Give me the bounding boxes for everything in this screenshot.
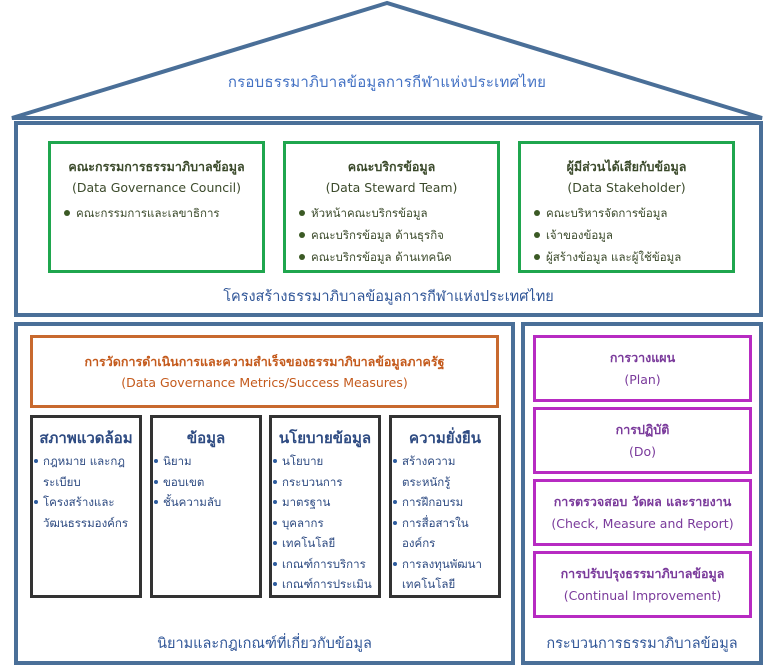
pillar-heading: ความยั่งยืน [409, 429, 481, 447]
step-title-en: (Do) [628, 444, 657, 459]
box-title-th: ผู้มีส่วนได้เสียกับข้อมูล [566, 159, 687, 174]
pillar-heading: ข้อมูล [186, 429, 226, 447]
framework-title: กรอบธรรมาภิบาลข้อมูลการกีฬาแห่งประเทศไทย [227, 74, 547, 91]
governance-structure-panel: คณะกรรมการธรรมาภิบาลข้อมูล (Data Governa… [14, 121, 763, 317]
process-step-improve: การปรับปรุงธรรมาภิบาลข้อมูล (Continual I… [533, 551, 752, 618]
step-title-en: (Check, Measure and Report) [551, 516, 734, 531]
list-item: คณะบริหารจัดการข้อมูล [534, 202, 732, 224]
list-item: นิยาม [153, 451, 259, 472]
list-item: โครงสร้างและวัฒนธรรมองค์กร [33, 492, 139, 533]
box-title-th: คณะกรรมการธรรมาภิบาลข้อมูล [68, 159, 245, 174]
list-item: การลงทุนพัฒนาเทคโนโลยี [392, 554, 498, 595]
data-stakeholder-box: ผู้มีส่วนได้เสียกับข้อมูล (Data Stakehol… [518, 141, 735, 273]
step-title-th: การปรับปรุงธรรมาภิบาลข้อมูล [560, 566, 725, 581]
pillar-heading: สภาพแวดล้อม [39, 429, 133, 447]
list-item: การสื่อสารในองค์กร [392, 513, 498, 554]
process-step-check: การตรวจสอบ วัดผล และรายงาน (Check, Measu… [533, 479, 752, 546]
step-title-th: การตรวจสอบ วัดผล และรายงาน [553, 494, 732, 509]
step-title-en: (Plan) [624, 372, 661, 387]
list-item: คณะบริกรข้อมูล ด้านธุรกิจ [299, 224, 497, 246]
pillar-environment: สภาพแวดล้อม กฎหมาย และกฎระเบียบ โครงสร้า… [30, 415, 142, 598]
list-item: เกณฑ์การบริการ [272, 554, 378, 575]
process-step-do: การปฏิบัติ (Do) [533, 407, 752, 474]
data-governance-council-box: คณะกรรมการธรรมาภิบาลข้อมูล (Data Governa… [48, 141, 265, 273]
list-item: เทคโนโลยี [272, 533, 378, 554]
list-item: นโยบาย [272, 451, 378, 472]
box-title-en: (Data Stakeholder) [567, 180, 686, 195]
roof-triangle [11, 0, 763, 120]
list-item: กฎหมาย และกฎระเบียบ [33, 451, 139, 492]
list-item: ชั้นความลับ [153, 492, 259, 513]
list-item: บุคลากร [272, 513, 378, 534]
process-caption: กระบวนการธรรมาภิบาลข้อมูล [546, 636, 738, 652]
list-item: การฝึกอบรม [392, 492, 498, 513]
governance-process-panel: การวางแผน (Plan) การปฏิบัติ (Do) การตรวจ… [521, 322, 763, 665]
list-item: คณะกรรมการและเลขาธิการ [64, 202, 262, 224]
bullet-list: คณะบริหารจัดการข้อมูล เจ้าของข้อมูล ผู้ส… [521, 202, 732, 268]
pillar-data: ข้อมูล นิยาม ขอบเขต ชั้นความลับ [150, 415, 262, 598]
list-item: ผู้สร้างข้อมูล และผู้ใช้ข้อมูล [534, 246, 732, 268]
box-title-en: (Data Governance Council) [72, 180, 241, 195]
list-item: หัวหน้าคณะบริกรข้อมูล [299, 202, 497, 224]
pillar-data-policy: นโยบายข้อมูล นโยบาย กระบวนการ มาตรฐาน บุ… [269, 415, 381, 598]
step-title-th: การวางแผน [609, 350, 676, 365]
bullet-list: สร้างความตระหนักรู้ การฝึกอบรม การสื่อสา… [392, 451, 498, 595]
metrics-title-th: การวัดการดำเนินการและความสำเร็จของธรรมาภ… [84, 354, 445, 369]
pillar-heading: นโยบายข้อมูล [278, 429, 372, 447]
metrics-box: การวัดการดำเนินการและความสำเร็จของธรรมาภ… [30, 335, 499, 408]
list-item: คณะบริกรข้อมูล ด้านเทคนิค [299, 246, 497, 268]
list-item: มาตรฐาน [272, 492, 378, 513]
data-steward-team-box: คณะบริกรข้อมูล (Data Steward Team) หัวหน… [283, 141, 500, 273]
process-step-plan: การวางแผน (Plan) [533, 335, 752, 402]
bullet-list: นิยาม ขอบเขต ชั้นความลับ [153, 451, 259, 513]
list-item: สร้างความตระหนักรู้ [392, 451, 498, 492]
list-item: เจ้าของข้อมูล [534, 224, 732, 246]
bullet-list: นโยบาย กระบวนการ มาตรฐาน บุคลากร เทคโนโล… [272, 451, 378, 595]
box-title-th: คณะบริกรข้อมูล [347, 159, 436, 174]
pillar-sustainability: ความยั่งยืน สร้างความตระหนักรู้ การฝึกอบ… [389, 415, 501, 598]
structure-caption: โครงสร้างธรรมาภิบาลข้อมูลการกีฬาแห่งประเ… [223, 289, 554, 305]
step-title-en: (Continual Improvement) [563, 588, 722, 603]
bullet-list: กฎหมาย และกฎระเบียบ โครงสร้างและวัฒนธรรม… [33, 451, 139, 533]
step-title-th: การปฏิบัติ [615, 422, 670, 437]
box-title-en: (Data Steward Team) [325, 180, 458, 195]
list-item: กระบวนการ [272, 472, 378, 493]
bullet-list: หัวหน้าคณะบริกรข้อมูล คณะบริกรข้อมูล ด้า… [286, 202, 497, 268]
bullet-list: คณะกรรมการและเลขาธิการ [51, 202, 262, 224]
list-item: ขอบเขต [153, 472, 259, 493]
metrics-title-en: (Data Governance Metrics/Success Measure… [121, 375, 408, 390]
definitions-caption: นิยามและกฎเกณฑ์ที่เกี่ยวกับข้อมูล [157, 636, 372, 652]
definitions-rules-panel: การวัดการดำเนินการและความสำเร็จของธรรมาภ… [14, 322, 515, 665]
list-item: เกณฑ์การประเมิน [272, 574, 378, 595]
